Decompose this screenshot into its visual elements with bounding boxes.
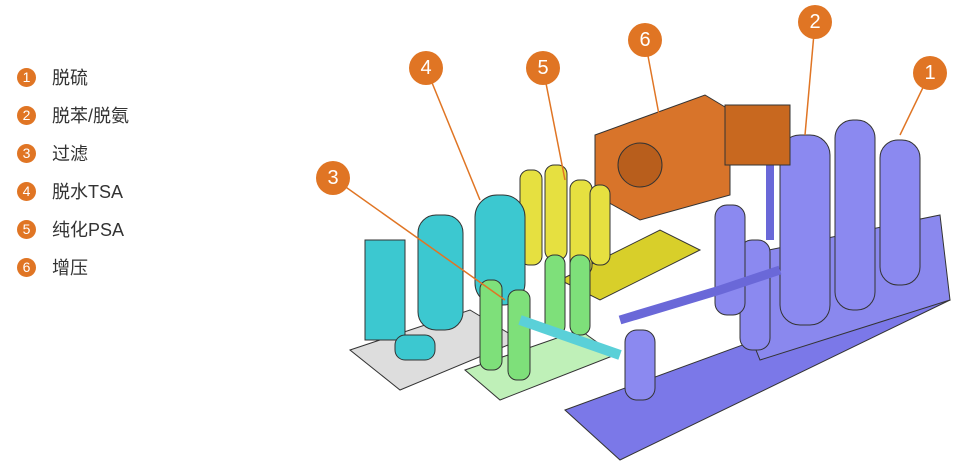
legend-label: 脱硫 <box>52 68 88 88</box>
legend-item-5: 5 纯化PSA <box>17 210 129 248</box>
legend-item-6: 6 增压 <box>17 248 129 286</box>
filter-unit <box>464 254 622 401</box>
legend-item-4: 4 脱水TSA <box>17 172 129 210</box>
svg-text:1: 1 <box>924 62 935 84</box>
booster-unit <box>594 94 791 221</box>
callout-5: 5 <box>526 51 560 85</box>
number-badge: 1 <box>17 67 36 87</box>
svg-text:3: 3 <box>327 167 338 189</box>
legend-label: 增压 <box>52 258 88 278</box>
callout-4: 4 <box>409 51 443 85</box>
svg-text:5: 5 <box>537 57 548 79</box>
legend-label: 纯化PSA <box>52 220 125 240</box>
svg-text:6: 6 <box>639 29 650 51</box>
tsa-unit <box>348 194 526 391</box>
legend-item-3: 3 过滤 <box>17 134 129 172</box>
callout-3: 3 <box>316 161 350 195</box>
number-badge: 6 <box>17 257 36 277</box>
callout-1: 1 <box>913 56 947 90</box>
svg-text:2: 2 <box>809 11 820 33</box>
legend-label: 过滤 <box>52 144 88 164</box>
legend-item-2: 2 脱苯/脱氨 <box>17 96 129 134</box>
legend-item-1: 1 脱硫 <box>17 58 129 96</box>
callout-6: 6 <box>628 23 662 57</box>
desulfurization-unit <box>564 110 952 461</box>
number-badge: 4 <box>17 181 36 201</box>
legend: 1 脱硫 2 脱苯/脱氨 3 过滤 4 脱水TSA 5 纯化PSA 6 增压 <box>17 58 129 286</box>
number-badge: 2 <box>17 105 36 125</box>
svg-text:4: 4 <box>420 57 431 79</box>
callouts <box>332 21 931 301</box>
number-badge: 3 <box>17 143 36 163</box>
callout-2: 2 <box>798 5 832 39</box>
legend-label: 脱水TSA <box>52 182 124 202</box>
legend-label: 脱苯/脱氨 <box>52 106 130 126</box>
number-badge: 5 <box>17 219 36 239</box>
